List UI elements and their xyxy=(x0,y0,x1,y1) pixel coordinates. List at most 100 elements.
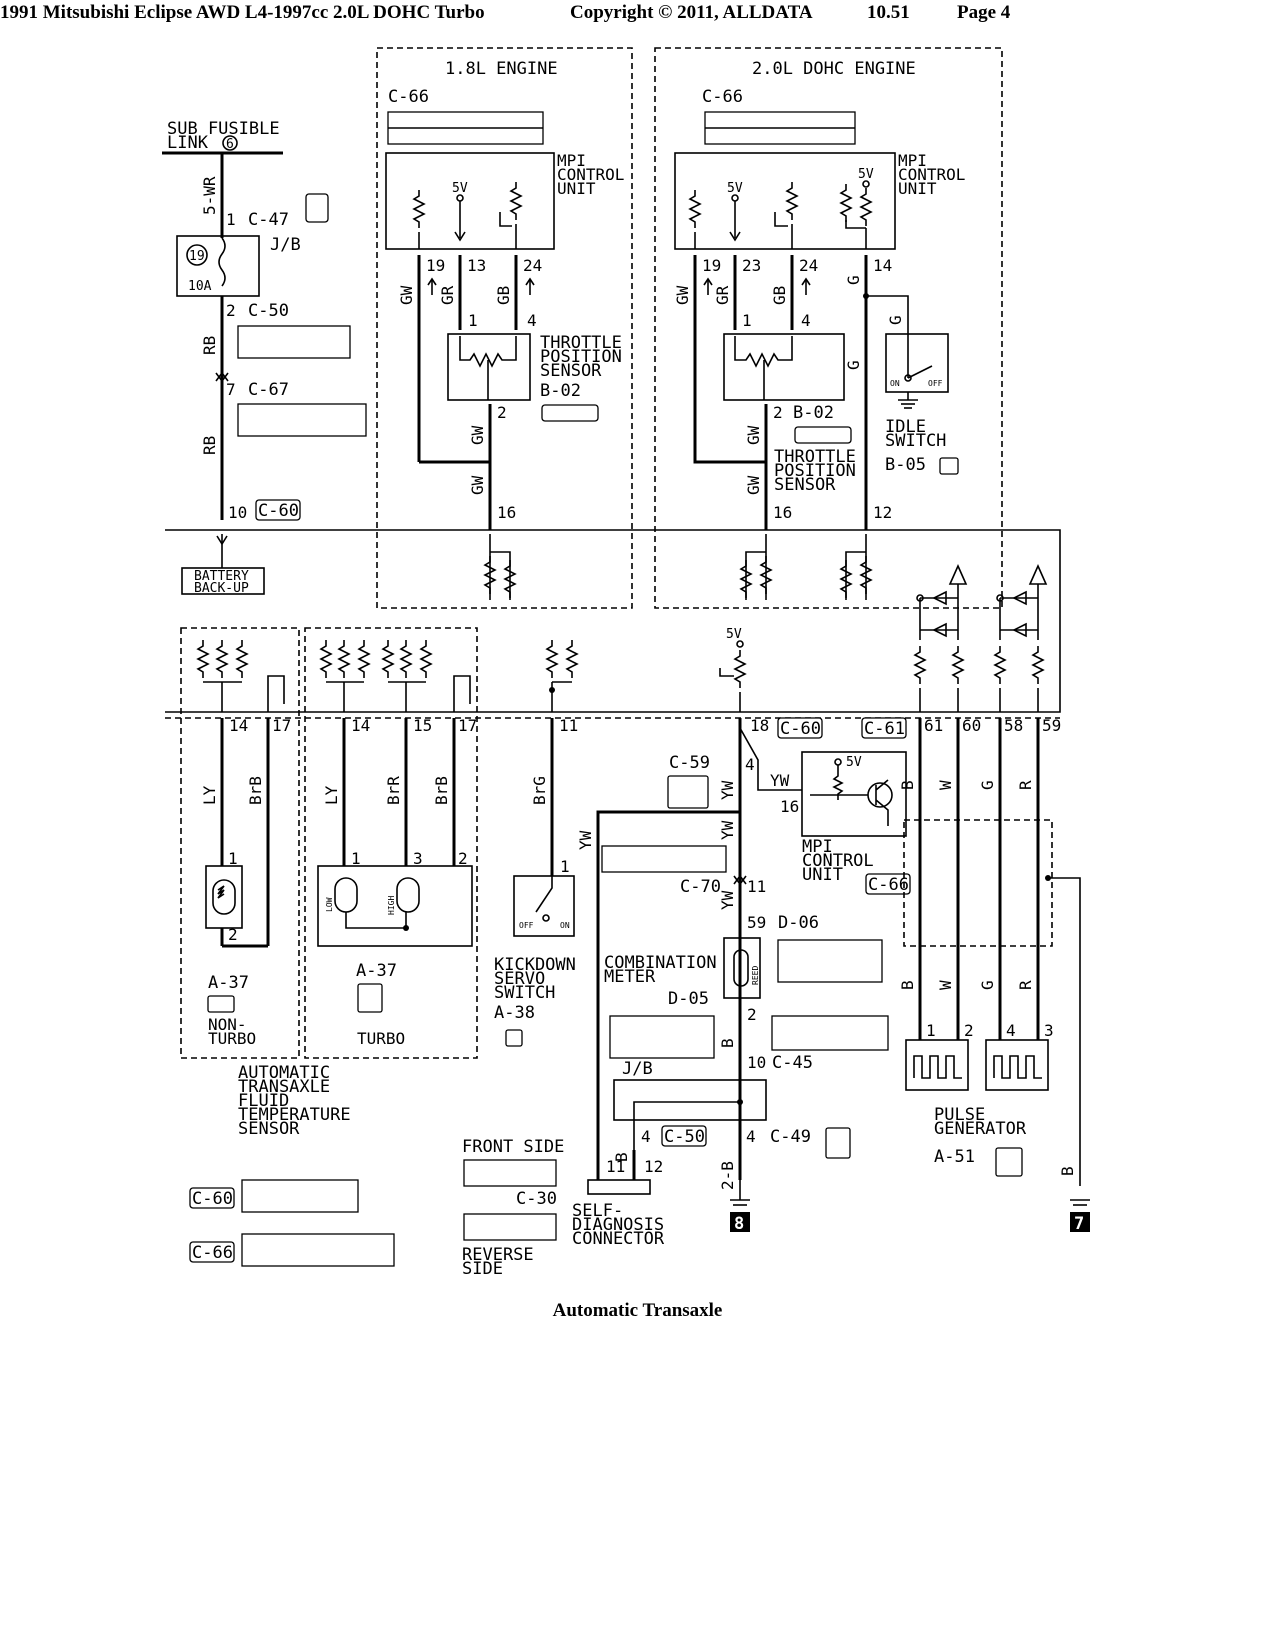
speed-pin18: 18 xyxy=(750,716,769,735)
speed-pin2: 2 xyxy=(747,1005,757,1024)
b05-label: B-05 xyxy=(885,455,926,475)
wire-g-20b: G xyxy=(886,315,905,325)
a51-label: A-51 xyxy=(934,1147,975,1167)
fluid-temp-sensor: 14 17 LY BrB 1 2 A-37 NON- TURBO 14 15 1… xyxy=(197,639,477,1139)
c30-label: C-30 xyxy=(516,1189,557,1209)
tps-pin1-20: 1 xyxy=(742,311,752,330)
wire-gr-18: GR xyxy=(438,285,457,305)
idle-off-label: OFF xyxy=(928,379,943,388)
wire-g-20a: G xyxy=(844,275,863,285)
speed-c50: C-50 xyxy=(664,1127,705,1147)
nt-pin-17: 17 xyxy=(272,716,291,735)
pg-pin60: 60 xyxy=(962,716,981,735)
reverse-l2: SIDE xyxy=(462,1259,503,1279)
meter-l1: COMBINATION xyxy=(604,953,717,973)
speed-c60: C-60 xyxy=(780,719,821,739)
pg-pin59: 59 xyxy=(1042,716,1061,735)
mpi-speed-l2: CONTROL xyxy=(802,851,874,871)
ecu-5v-18: 5V xyxy=(452,181,468,196)
nt-sensor-pin2: 2 xyxy=(228,925,238,944)
c66-connector-18 xyxy=(387,111,544,145)
speed-c61: C-61 xyxy=(864,719,905,739)
diag-l2: DIAGNOSIS xyxy=(572,1215,664,1235)
atf-sensor-l1: AUTOMATIC xyxy=(238,1063,330,1083)
tps-pin4-20: 4 xyxy=(801,311,811,330)
idle-on-label: ON xyxy=(890,379,900,388)
speed-pin11: 11 xyxy=(747,877,766,896)
d05-label: D-05 xyxy=(668,989,709,1009)
legend-c60: C-60 xyxy=(192,1189,233,1209)
pin-13-18: 13 xyxy=(467,256,486,275)
kickdown-l1: KICKDOWN xyxy=(494,955,576,975)
mpi-unit-20-l3: UNIT xyxy=(898,179,937,198)
reverse-l1: REVERSE xyxy=(462,1245,534,1265)
wire-gw-18b: GW xyxy=(468,425,487,445)
pin-24-20: 24 xyxy=(799,256,818,275)
a38-label: A-38 xyxy=(494,1003,535,1023)
a37-label-t: A-37 xyxy=(356,961,397,981)
pin-14-20: 14 xyxy=(873,256,892,275)
c50-label: C-50 xyxy=(248,301,289,321)
mpi-unit-20-l1: MPI xyxy=(898,151,927,170)
c67-pin7: 7 xyxy=(226,380,236,399)
pg-gen-pin1: 1 xyxy=(926,1021,936,1040)
wire-gb-18: GB xyxy=(494,286,513,305)
copyright: Copyright © 2011, ALLDATA xyxy=(570,2,813,23)
kickdown-l2: SERVO xyxy=(494,969,545,989)
speed-circuit: 5V 18 C-60 C-61 C-59 4 YW 16 5V MPI CONT… xyxy=(576,627,911,1234)
diag-l3: CONNECTOR xyxy=(572,1229,665,1249)
vehicle-title: 1991 Mitsubishi Eclipse AWD L4-1997cc 2.… xyxy=(0,2,485,23)
pulse-generator: 61 60 58 59 B W G R B W G R 1 2 4 3 PULS… xyxy=(898,564,1090,1234)
tps-label-20-l3: SENSOR xyxy=(774,475,836,495)
b02-label-18: B-02 xyxy=(540,381,581,401)
c67-label: C-67 xyxy=(248,380,289,400)
ecu-5v-20: 5V xyxy=(727,181,743,196)
tps-label-18-l1: THROTTLE xyxy=(540,333,622,353)
mpi-5v-2: 5V xyxy=(846,755,862,770)
bus-pin-12-20: 12 xyxy=(873,503,892,522)
kd-off: OFF xyxy=(519,921,534,930)
idle-switch: ON OFF xyxy=(885,333,949,409)
nonturbo-l1: NON- xyxy=(208,1015,247,1034)
speed-pin16: 16 xyxy=(780,797,799,816)
ecu-5v-20b: 5V xyxy=(858,167,874,182)
t-pin-15: 15 xyxy=(413,716,432,735)
jb-label: J/B xyxy=(270,235,301,255)
atf-sensor-l5: SENSOR xyxy=(238,1119,300,1139)
wire-brb-t: BrB xyxy=(432,776,451,805)
tps-label-18-l2: POSITION xyxy=(540,347,622,367)
wire-brg: BrG xyxy=(530,776,549,805)
bus-internal xyxy=(484,534,872,600)
nt-pin-14: 14 xyxy=(229,716,248,735)
ground-8: 8 xyxy=(734,1214,744,1234)
speed-pin59: 59 xyxy=(747,913,766,932)
self-diagnosis: B 11 12 SELF- DIAGNOSIS CONNECTOR FRONT … xyxy=(462,1137,665,1279)
jb-pin4b: 4 xyxy=(746,1127,756,1146)
nonturbo-l2: TURBO xyxy=(208,1029,256,1048)
power-supply: SUB FUSIBLE LINK 6 5-WR 1 C-47 J/B 19 10… xyxy=(162,119,367,596)
pin-19-20: 19 xyxy=(702,256,721,275)
pg-gen-pin2: 2 xyxy=(964,1021,974,1040)
mpi-unit-18-l1: MPI xyxy=(557,151,586,170)
wire-gw-20a: GW xyxy=(673,285,692,305)
speed-pin4: 4 xyxy=(745,755,755,774)
wire-ly-t: LY xyxy=(322,785,341,805)
pg-wire-g2: G xyxy=(978,980,997,990)
wire-yw-3: YW xyxy=(718,890,737,910)
kd-pin-11: 11 xyxy=(559,716,578,735)
wire-gr-20: GR xyxy=(713,285,732,305)
c60-pin10: 10 xyxy=(228,503,247,522)
t-sensor-pin2: 2 xyxy=(458,849,468,868)
battery-backup-l2: BACK-UP xyxy=(194,581,249,596)
high-label: HIGH xyxy=(387,896,396,915)
tps-pin4-18: 4 xyxy=(527,311,537,330)
wire-g-20c: G xyxy=(844,360,863,370)
fuse-number: 19 xyxy=(189,249,205,264)
pin-19-18: 19 xyxy=(426,256,445,275)
mpi-speed-l3: UNIT xyxy=(802,865,843,885)
wire-ly-nt: LY xyxy=(200,785,219,805)
atf-sensor-l2: TRANSAXLE xyxy=(238,1077,330,1097)
wire-rb-1: RB xyxy=(200,336,219,355)
c47-pin1: 1 xyxy=(226,210,236,229)
